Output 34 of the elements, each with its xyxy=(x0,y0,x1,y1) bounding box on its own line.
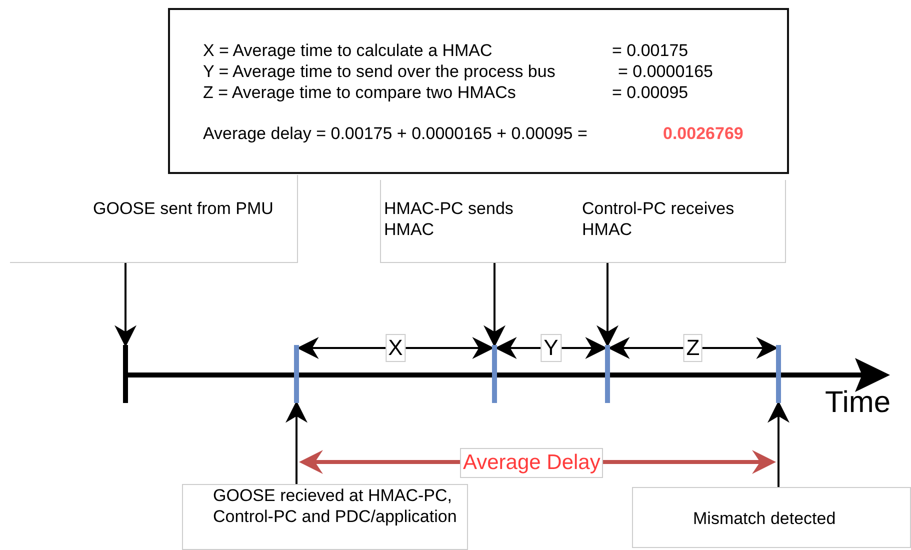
arrow xyxy=(114,263,136,348)
event-box xyxy=(182,484,468,550)
event-text: Mismatch detected xyxy=(693,508,837,529)
formula-text: X = Average time to calculate a HMAC xyxy=(203,40,492,61)
double-arrow xyxy=(296,337,494,359)
timeline-tick xyxy=(492,345,497,403)
formula-value: = 0.0000165 xyxy=(618,61,714,82)
formula-text: Average delay = 0.00175 + 0.0000165 + 0.00095 = xyxy=(203,123,588,144)
formula-text: Y = Average time to send over the process bus xyxy=(203,61,556,82)
edge-label: Y xyxy=(540,334,562,362)
event-text: HMAC-PC sends HMAC xyxy=(384,198,514,240)
event-box xyxy=(380,180,786,263)
event-text: Control-PC receives HMAC xyxy=(582,198,736,240)
formula-box xyxy=(168,8,789,174)
result-value: 0.0026769 xyxy=(663,123,744,144)
edge-label: X xyxy=(385,334,406,362)
arrow xyxy=(484,263,506,348)
timeline-start-tick xyxy=(123,345,128,403)
timeline-tick xyxy=(605,345,610,403)
dimension-label: Average Delay xyxy=(460,448,604,478)
event-text: GOOSE recieved at HMAC-PC, Control-PC and PDC/application xyxy=(213,485,458,527)
arrow xyxy=(286,400,308,484)
arrow xyxy=(596,263,618,348)
formula-text: Z = Average time to compare two HMACs xyxy=(203,82,516,103)
arrow xyxy=(768,400,790,487)
timeline-tick xyxy=(294,345,299,403)
edge-label: Z xyxy=(683,334,703,362)
formula-value: = 0.00095 xyxy=(612,82,688,103)
double-arrow xyxy=(608,337,778,359)
event-box xyxy=(632,487,911,548)
timeline-tick xyxy=(776,345,781,403)
formula-value: = 0.00175 xyxy=(612,40,688,61)
axis-label: Time xyxy=(825,386,891,420)
event-text: GOOSE sent from PMU xyxy=(93,198,274,219)
